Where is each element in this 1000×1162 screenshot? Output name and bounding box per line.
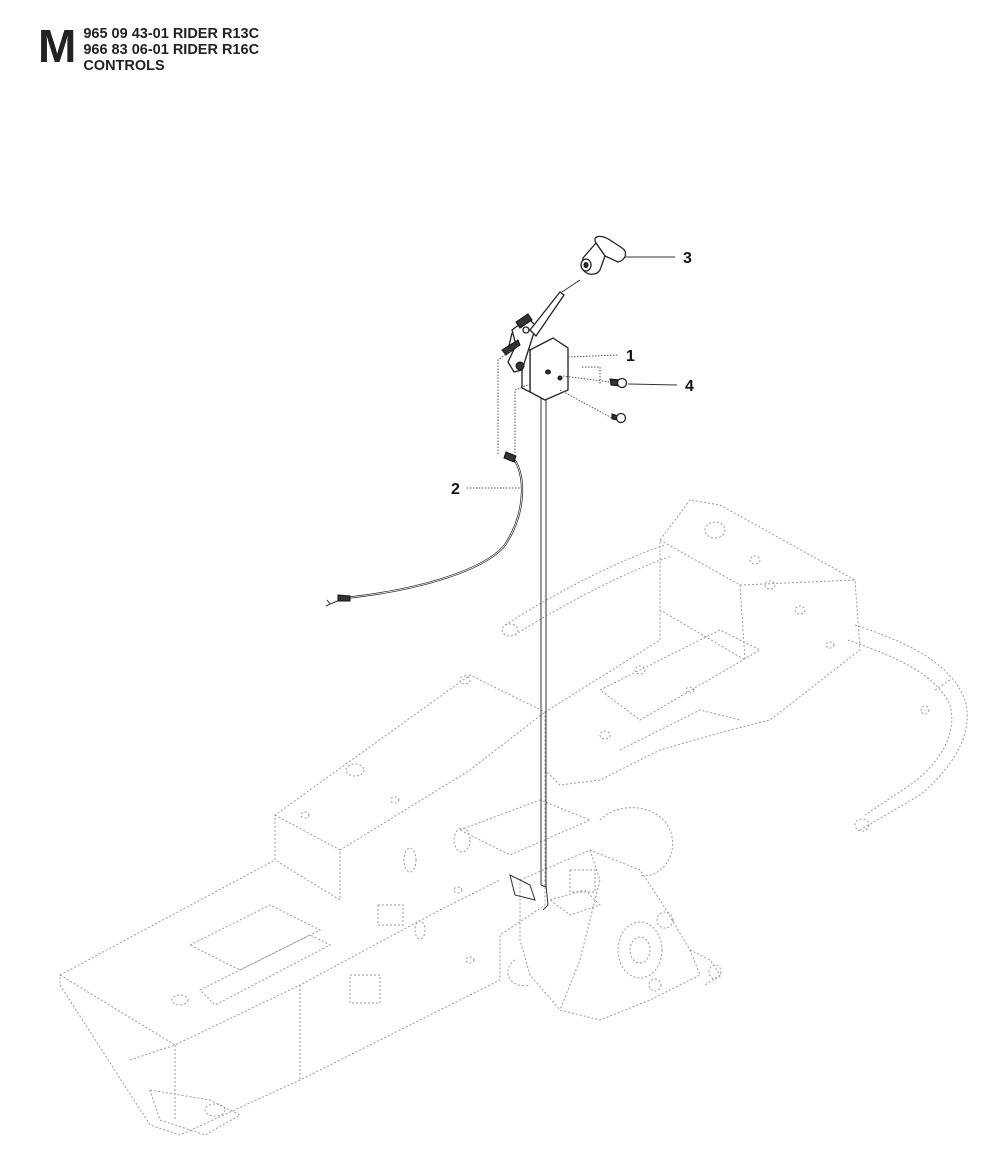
callout-label-3: 3 xyxy=(683,250,692,267)
part-1-control-bracket xyxy=(501,279,581,401)
section-name: CONTROLS xyxy=(83,58,165,74)
part-4-screws xyxy=(559,366,628,424)
callout-label-4: 4 xyxy=(685,378,694,395)
callout-label-2: 2 xyxy=(451,481,460,498)
callout-4: 4 xyxy=(627,378,694,395)
section-letter: M xyxy=(38,20,76,72)
title-block: 965 09 43-01 RIDER R13C 966 83 06-01 RID… xyxy=(83,26,259,74)
part-2-throttle-cable xyxy=(325,349,531,607)
callout-3: 3 xyxy=(625,250,692,267)
callout-label-1: 1 xyxy=(626,348,635,365)
callout-1: 1 xyxy=(567,348,635,365)
callout-2: 2 xyxy=(451,481,520,498)
model-line-r13c: 965 09 43-01 RIDER R13C xyxy=(83,26,260,42)
chassis-frame xyxy=(59,499,968,1136)
model-line-r16c: 966 83 06-01 RIDER R16C xyxy=(83,42,260,58)
control-rod xyxy=(509,370,549,911)
diagram-header: M 965 09 43-01 RIDER R13C 966 83 06-01 R… xyxy=(38,20,259,74)
part-3-knob xyxy=(580,235,627,275)
